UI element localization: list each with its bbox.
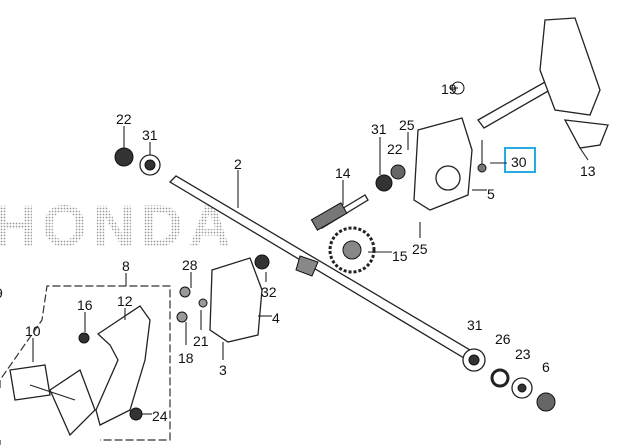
label-23[interactable]: 23 [515, 346, 531, 362]
leader-lines [32, 87, 589, 415]
label-31[interactable]: 31 [371, 121, 387, 137]
label-31[interactable]: 31 [467, 317, 483, 333]
label-12[interactable]: 12 [117, 293, 133, 309]
label-22[interactable]: 22 [116, 111, 132, 127]
label-9[interactable]: 9 [0, 285, 3, 301]
label-24[interactable]: 24 [152, 408, 168, 424]
label-8[interactable]: 8 [122, 258, 130, 274]
label-14[interactable]: 14 [335, 165, 351, 181]
shaft [168, 175, 471, 359]
skid-assembly [9, 305, 151, 437]
gear-case-cover [209, 257, 263, 343]
label-16[interactable]: 16 [77, 297, 93, 313]
part-labels: 22 31 2 19 31 25 22 30 13 14 5 25 15 28 … [0, 81, 596, 424]
label-3[interactable]: 3 [219, 362, 227, 378]
label-28[interactable]: 28 [182, 257, 198, 273]
worm-gear [310, 194, 369, 231]
highlight-box [504, 147, 536, 173]
label-5[interactable]: 5 [487, 186, 495, 202]
label-25[interactable]: 25 [399, 117, 415, 133]
label-26[interactable]: 26 [495, 331, 511, 347]
label-13[interactable]: 13 [580, 163, 596, 179]
gear-case [375, 117, 487, 211]
bearing-22 [114, 147, 134, 167]
label-32[interactable]: 32 [261, 284, 277, 300]
honda-watermark: HONDA [0, 194, 237, 259]
label-18[interactable]: 18 [178, 350, 194, 366]
label-2[interactable]: 2 [234, 156, 242, 172]
label-30[interactable]: 30 [511, 154, 527, 170]
impeller [451, 17, 609, 149]
label-21[interactable]: 21 [193, 333, 209, 349]
label-22[interactable]: 22 [387, 141, 403, 157]
label-25[interactable]: 25 [412, 241, 428, 257]
label-31[interactable]: 31 [142, 127, 158, 143]
label-10[interactable]: 10 [25, 323, 41, 339]
label-15[interactable]: 15 [392, 248, 408, 264]
label-6[interactable]: 6 [542, 359, 550, 375]
label-4[interactable]: 4 [272, 310, 280, 326]
label-19[interactable]: 19 [441, 81, 457, 97]
